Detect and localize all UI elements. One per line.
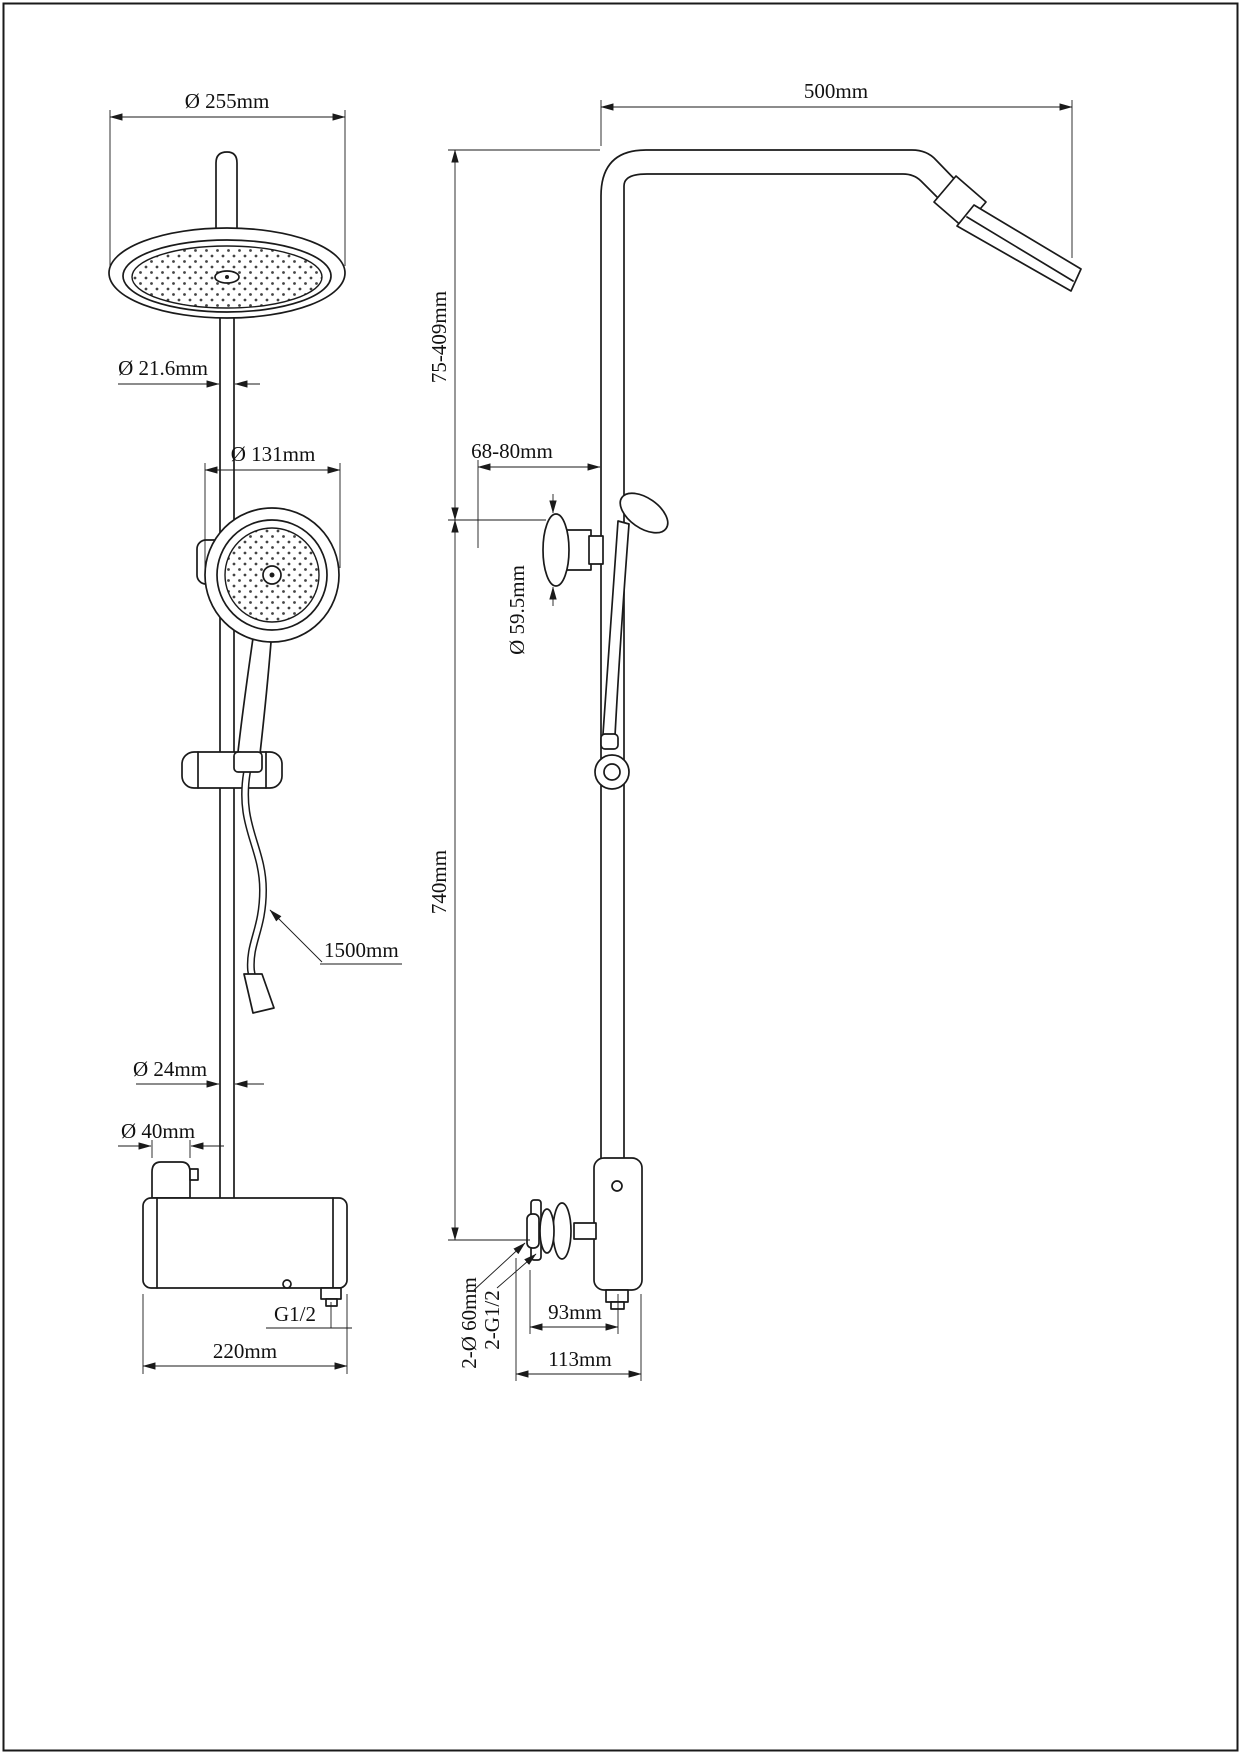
- dim-rail-length: 740mm: [427, 850, 451, 914]
- dim-wall-offset: 68-80mm: [471, 439, 553, 463]
- outlet-side: [605, 1289, 629, 1303]
- dim-inlet-thread: 2-G1/2: [480, 1290, 504, 1350]
- temperature-knob-front: [151, 1161, 191, 1199]
- dimensions-side: 500mm 75-409mm 68-80mm Ø 59.5mm 740mm 2-…: [427, 79, 1073, 1381]
- dim-height-adjust: 75-409mm: [427, 291, 451, 383]
- dim-body-width: 220mm: [213, 1339, 277, 1363]
- riser-pipe-side: [600, 149, 967, 1161]
- hand-shower-front: [196, 507, 340, 773]
- hand-shower-nut: [233, 751, 263, 773]
- dim-outlet-thread: G1/2: [274, 1302, 316, 1326]
- hand-shower-body-side: [602, 520, 630, 737]
- hand-shower-head-side: [619, 492, 669, 534]
- dim-head-diameter: Ø 255mm: [185, 89, 270, 113]
- dim-bracket-diameter: Ø 59.5mm: [505, 565, 529, 655]
- hand-shower-holder-ring: [594, 754, 630, 790]
- mixer-body-front: [142, 1197, 348, 1289]
- mixer-valve-side: [526, 1157, 643, 1310]
- dim-valve-total-depth: 113mm: [548, 1347, 611, 1371]
- dim-knob-diameter: Ø 40mm: [121, 1119, 195, 1143]
- dim-arm-reach: 500mm: [804, 79, 868, 103]
- overhead-shower-side: [933, 175, 1082, 292]
- mixer-valve-front: [142, 1161, 348, 1307]
- outlet-front: [320, 1287, 342, 1300]
- wall-bracket-side: [542, 513, 604, 587]
- valve-knob-side: [526, 1213, 540, 1249]
- dim-riser-diameter: Ø 21.6mm: [118, 356, 208, 380]
- side-view: 500mm 75-409mm 68-80mm Ø 59.5mm 740mm 2-…: [427, 79, 1082, 1381]
- dim-handshower-diameter: Ø 131mm: [231, 442, 316, 466]
- dimensions-front: Ø 255mm Ø 21.6mm Ø 131mm 1500mm Ø 24mm Ø…: [109, 89, 402, 1374]
- shower-hose: [241, 768, 275, 1014]
- hand-shower-handle: [237, 637, 272, 755]
- overhead-shower-front: [108, 227, 346, 319]
- slider-bracket-front: [181, 751, 283, 789]
- dim-valve-center-offset: 93mm: [548, 1300, 602, 1324]
- hand-shower-side: [594, 492, 669, 790]
- hose-connector-cone: [243, 973, 275, 1014]
- dim-escutcheon-diameter: 2-Ø 60mm: [457, 1277, 481, 1369]
- front-view: Ø 255mm Ø 21.6mm Ø 131mm 1500mm Ø 24mm Ø…: [108, 89, 402, 1374]
- mixer-body-side: [593, 1157, 643, 1291]
- dim-rail-diameter: Ø 24mm: [133, 1057, 207, 1081]
- dim-hose-length: 1500mm: [324, 938, 399, 962]
